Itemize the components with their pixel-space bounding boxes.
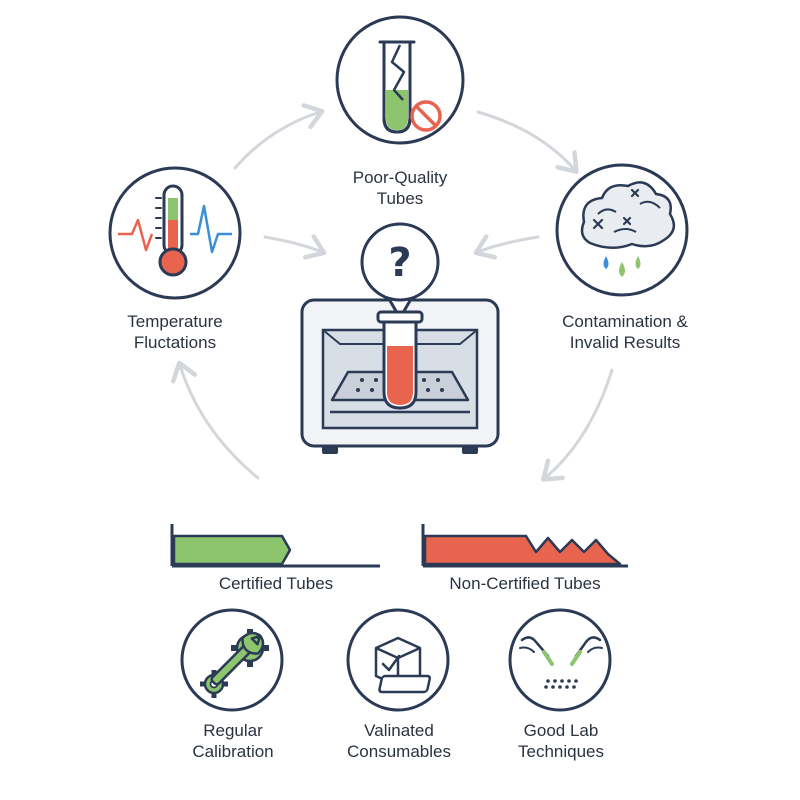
- label-good-lab-techniques: Good Lab Techniques: [488, 720, 634, 762]
- label-line: Consumables: [347, 742, 451, 761]
- question-mark: ?: [388, 240, 411, 286]
- label-regular-calibration: Regular Calibration: [160, 720, 306, 762]
- label-line: Regular: [203, 721, 263, 740]
- label-validated-consumables: Valinated Consumables: [324, 720, 474, 762]
- label-poor-quality-tubes: Poor-Quality Tubes: [320, 167, 480, 209]
- label-line: Invalid Results: [569, 333, 681, 352]
- validated-box-icon: [346, 608, 450, 712]
- label-line: Poor-Quality: [352, 168, 448, 187]
- label-line: Fluctations: [133, 333, 217, 352]
- red-test-tube-icon: [376, 310, 424, 410]
- thermometer-icon: [108, 166, 242, 300]
- label-contamination: Contamination & Invalid Results: [530, 311, 720, 353]
- label-line: Calibration: [192, 742, 274, 761]
- label-certified-tubes: Certified Tubes: [218, 574, 334, 593]
- arrow-tubes-to-contamination: [476, 110, 579, 174]
- cycle-arrows: [170, 103, 614, 482]
- label-line: Temperature: [127, 312, 223, 331]
- label-line: Good Lab: [523, 721, 599, 740]
- wrench-gear-icon: [180, 608, 284, 712]
- question-bubble-icon: [360, 222, 440, 320]
- contamination-cloud-icon: [555, 163, 689, 297]
- arrow-temperature-to-center: [263, 234, 327, 260]
- certified-tubes-chart: [170, 524, 380, 568]
- arrow-temperature-to-tubes: [233, 103, 325, 170]
- arrow-bottom-to-temperature: [170, 360, 260, 480]
- label-non-certified-tubes: Non-Certified Tubes: [449, 574, 601, 593]
- label-line: Techniques: [517, 742, 604, 761]
- poor-quality-tube-icon: [335, 15, 465, 145]
- label-temperature: Temperature Fluctations: [95, 311, 255, 353]
- arrow-contamination-to-bottom: [541, 368, 614, 482]
- arrow-contamination-to-center: [473, 234, 540, 260]
- label-line: Contamination &: [562, 312, 688, 331]
- label-line: Tubes: [376, 189, 424, 208]
- lab-technique-icon: [378, 608, 612, 712]
- non-certified-tubes-chart: [421, 524, 628, 568]
- label-line: Valinated: [364, 721, 434, 740]
